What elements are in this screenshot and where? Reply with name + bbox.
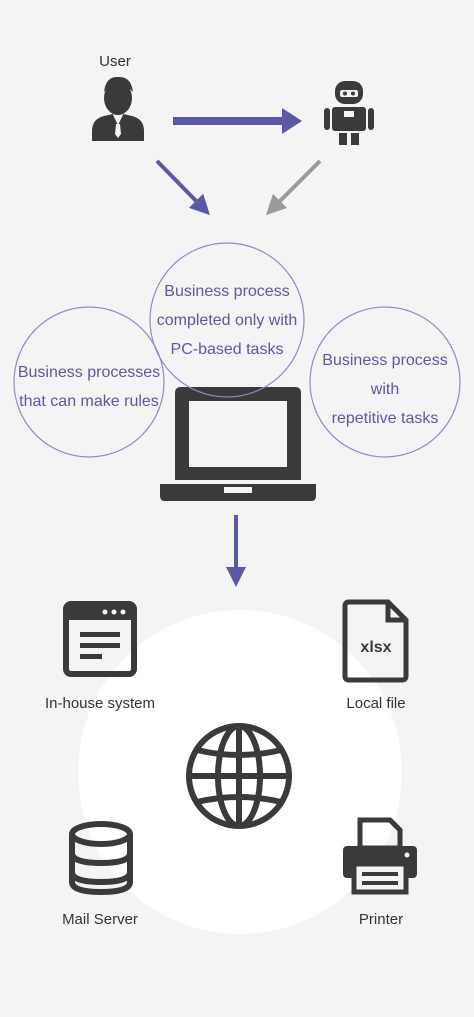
in-house-system-label: In-house system — [44, 695, 156, 712]
user-icon — [92, 76, 144, 141]
printer-label: Printer — [358, 911, 404, 928]
file-type-text: xlsx — [360, 639, 391, 656]
printer-icon — [343, 817, 417, 895]
local-file-label: Local file — [346, 695, 406, 712]
process-pc-tasks-text: Business process completed only with PC-… — [156, 282, 298, 358]
user-to-robot-arrow — [173, 108, 302, 134]
process-circle-pc-tasks — [149, 242, 305, 398]
user-to-process-arrow — [155, 159, 210, 216]
user-label: User — [99, 53, 131, 70]
xlsx-file-icon: xlsx — [342, 599, 409, 683]
process-circle-rules — [13, 306, 165, 458]
laptop-icon — [160, 387, 316, 501]
process-rules-text: Business processes that can make rules — [17, 364, 161, 410]
database-icon — [69, 821, 133, 896]
robot-to-process-arrow — [265, 159, 322, 216]
browser-window-icon — [63, 601, 137, 677]
process-repetitive-text: Business process with repetitive tasks — [322, 351, 448, 427]
globe-icon — [186, 723, 292, 829]
mail-server-label: Mail Server — [62, 911, 138, 928]
robot-icon — [324, 81, 374, 145]
process-circle-repetitive — [309, 306, 461, 458]
